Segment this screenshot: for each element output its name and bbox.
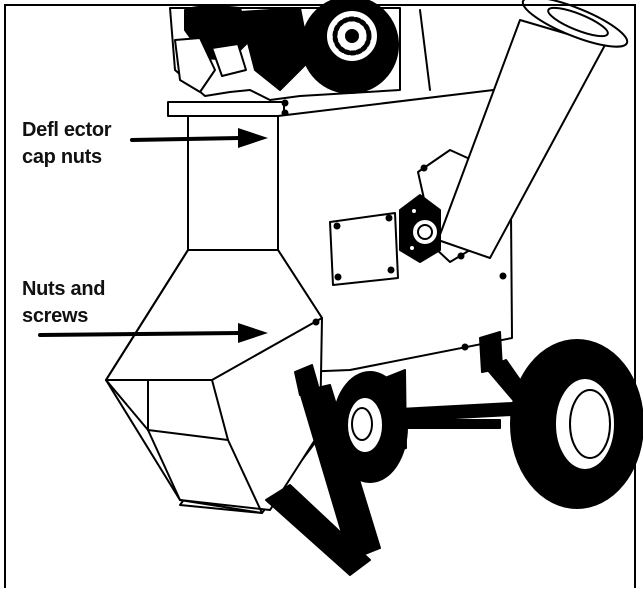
front-wheel bbox=[510, 339, 643, 509]
callout-line: cap nuts bbox=[22, 146, 102, 168]
arrow-icon bbox=[38, 323, 268, 343]
callout-line: screws bbox=[22, 305, 89, 327]
discharge-chute bbox=[399, 0, 629, 263]
callout-label-deflector-cap-nuts: Defl ector cap nuts bbox=[22, 117, 112, 171]
callout-label-nuts-and-screws: Nuts and screws bbox=[22, 276, 105, 330]
rear-wheel bbox=[332, 371, 408, 483]
callout-line: Nuts and bbox=[22, 278, 106, 300]
arrow-icon bbox=[130, 128, 268, 148]
hopper bbox=[105, 249, 323, 514]
frame-border bbox=[4, 4, 636, 588]
engine bbox=[169, 0, 431, 101]
housing bbox=[187, 87, 513, 373]
callout-line: Defl ector bbox=[22, 119, 112, 141]
